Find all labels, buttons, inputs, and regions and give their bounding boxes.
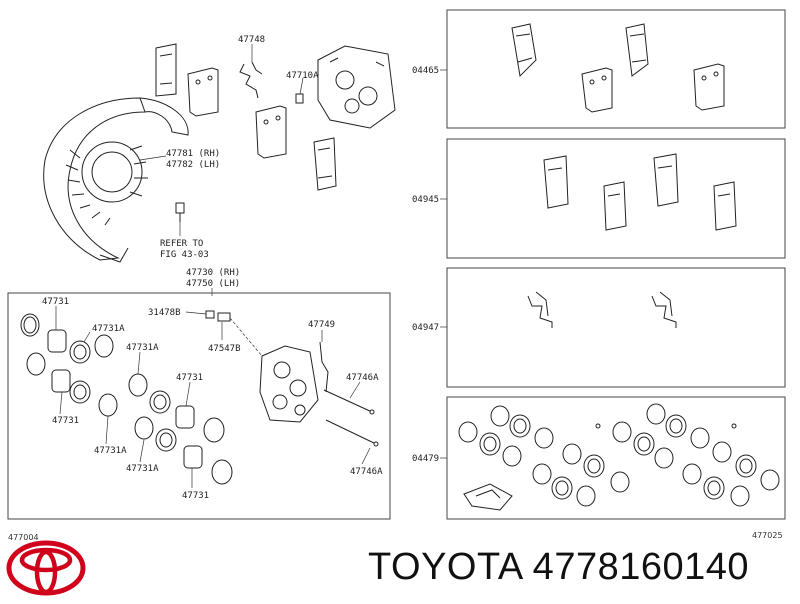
label-47731: 47731 [42, 297, 69, 307]
pad-upper [155, 43, 177, 97]
kit-box-04945 [446, 138, 786, 259]
kit-box-04947 [446, 267, 786, 388]
refer-fig-text: FIG 43-03 [160, 250, 209, 260]
kit-label-04947: 04947 [412, 323, 439, 333]
kit4-seals [458, 403, 780, 511]
label-47731: 47731 [176, 373, 203, 383]
label-47746a: 47746A [346, 373, 379, 383]
label-47731a: 47731A [92, 324, 125, 334]
kit1-pads [511, 23, 725, 113]
toyota-logo [6, 540, 86, 596]
label-31478b: 31478B [148, 308, 181, 318]
label-47731a: 47731A [126, 464, 159, 474]
label-47748: 47748 [238, 35, 265, 45]
kit-label-04945: 04945 [412, 195, 439, 205]
label-47731: 47731 [52, 416, 79, 426]
figure-code-right: 477025 [752, 531, 783, 540]
leader [349, 381, 361, 399]
leader [185, 311, 207, 315]
brand-part-number: TOYOTA 4778160140 [368, 546, 750, 588]
label-47710a: 47710A [286, 71, 319, 81]
leader [361, 447, 371, 465]
seal-rings [20, 313, 233, 485]
label-47731a: 47731A [126, 343, 159, 353]
label-47730: 47730 (RH) [186, 268, 240, 278]
label-47731: 47731 [182, 491, 209, 501]
figure-code-left: 477004 [8, 533, 39, 542]
kit3-clips [527, 291, 677, 328]
label-47781: 47781 (RH) [166, 149, 220, 159]
label-47749: 47749 [308, 320, 335, 330]
dust-shield [43, 97, 189, 263]
leader [139, 439, 145, 463]
label-47731a: 47731A [94, 446, 127, 456]
bleeder-lower [205, 310, 231, 322]
seal-kit-box [7, 292, 391, 520]
pad-upper-2 [187, 67, 219, 117]
caliper-upper [317, 45, 396, 129]
leader [137, 351, 141, 375]
label-47782: 47782 (LH) [166, 160, 220, 170]
refer-to-text: REFER TO [160, 239, 203, 249]
kit2-shims [543, 153, 737, 231]
wear-sensor-clip [239, 61, 263, 99]
pad-lower-2 [313, 137, 337, 191]
label-47547b: 47547B [208, 344, 241, 354]
sensor-lower [319, 341, 329, 393]
kit-label-04479: 04479 [412, 454, 439, 464]
caliper-lower [259, 345, 319, 423]
bleeder [295, 93, 304, 104]
kit-label-04465: 04465 [412, 66, 439, 76]
pad-lower [255, 105, 287, 159]
leader [83, 331, 91, 343]
leader [59, 391, 63, 415]
leader [105, 415, 109, 445]
bolt [175, 202, 185, 222]
label-47750: 47750 (LH) [186, 279, 240, 289]
leader [185, 381, 191, 407]
leader [299, 77, 304, 95]
kit-box-04465 [446, 9, 786, 129]
leader [139, 155, 167, 161]
pad-pins [323, 389, 379, 447]
label-47746a: 47746A [350, 467, 383, 477]
dashed-leader [229, 317, 263, 357]
